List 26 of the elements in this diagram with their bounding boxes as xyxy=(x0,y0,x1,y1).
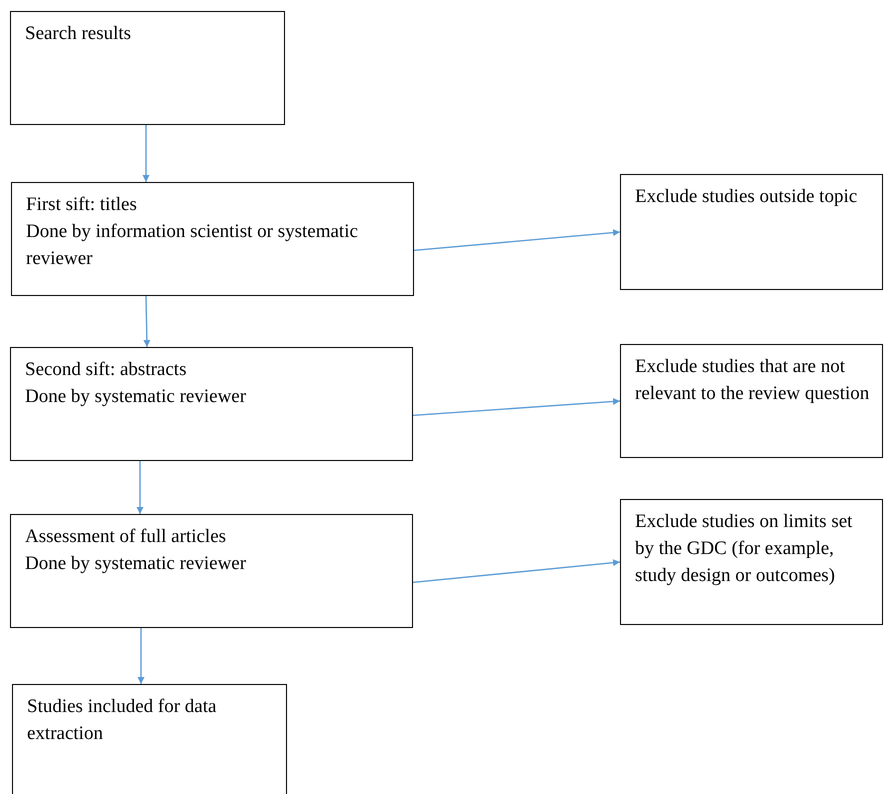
result-box xyxy=(12,684,287,794)
process-box xyxy=(10,514,413,628)
process-box xyxy=(11,182,414,296)
box-heading: First sift: titles xyxy=(26,193,138,217)
process-box xyxy=(10,347,413,461)
arrow xyxy=(142,125,150,182)
box-text: Done by systematic reviewer xyxy=(25,385,248,409)
arrow xyxy=(136,461,144,514)
arrow xyxy=(414,229,620,252)
box-text: Exclude studies on limits set by the GDC (for example, study design or outcomes) xyxy=(635,510,854,588)
box-text: Done by information scientist or systematic reviewer xyxy=(26,220,359,271)
exclusion-box xyxy=(620,499,883,625)
box-text: Search results xyxy=(25,22,132,46)
arrow xyxy=(412,398,620,416)
box-heading: Second sift: abstracts xyxy=(25,358,188,382)
box-text: Exclude studies that are not relevant to the review question xyxy=(635,355,870,406)
box-heading: Assessment of full articles xyxy=(25,525,228,549)
exclusion-box xyxy=(620,174,883,290)
arrow xyxy=(138,628,144,684)
exclusion-box xyxy=(620,344,883,458)
box-text: Done by systematic reviewer xyxy=(25,552,248,576)
box-text: Exclude studies outside topic xyxy=(635,185,858,209)
box-text: Studies included for data extraction xyxy=(27,695,218,746)
arrow xyxy=(143,296,150,348)
arrow xyxy=(412,559,620,584)
process-box xyxy=(10,11,285,125)
